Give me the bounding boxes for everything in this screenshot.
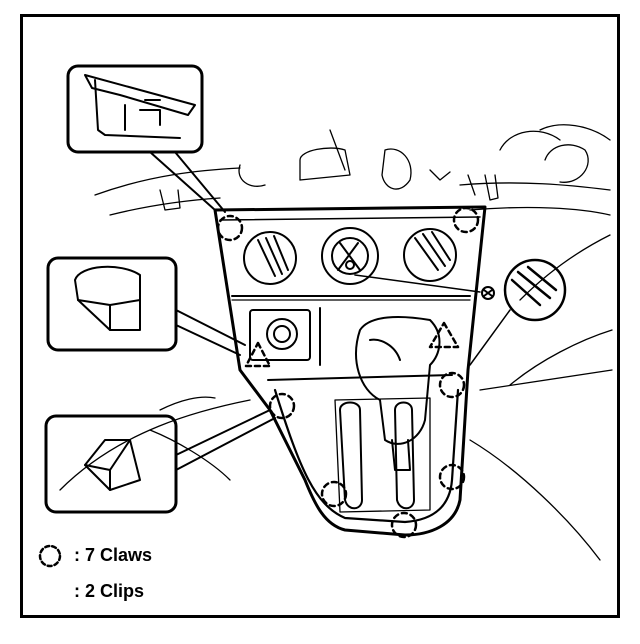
callout-box-middle [46, 256, 246, 356]
claw-icon [216, 214, 244, 242]
clip-markers [244, 321, 460, 368]
center-panel [213, 205, 487, 537]
clip-icon [428, 321, 460, 349]
clip-icon [244, 341, 272, 368]
legend-claw-icon [38, 544, 62, 568]
callout-box-bottom [44, 409, 276, 514]
shift-lever [355, 316, 441, 471]
claw-icon [438, 371, 466, 399]
vent-dials [243, 227, 457, 285]
callout-box-top [66, 64, 226, 213]
legend-clips-label: : 2 Clips [74, 581, 145, 601]
claw-icon [452, 206, 480, 234]
claw-icon [320, 480, 348, 508]
shift-gate [334, 397, 431, 513]
screw-icon [354, 274, 495, 300]
claw-icon [268, 392, 296, 420]
dashboard-background [59, 124, 613, 561]
claw-markers [216, 206, 480, 539]
claw-icon [438, 463, 466, 491]
claw-icon [390, 511, 418, 539]
legend-claws-label: : 7 Claws [74, 545, 153, 565]
mid-controls [249, 307, 321, 366]
dial-detail-callout [469, 258, 567, 366]
